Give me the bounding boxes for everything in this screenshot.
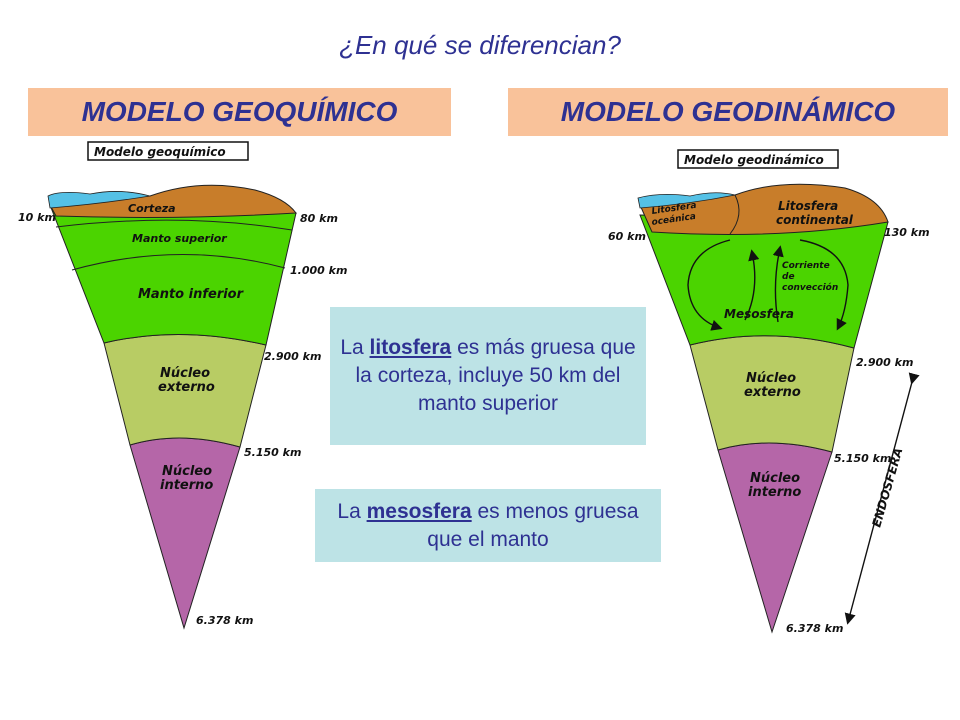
left-diagram: Modelo geoquímico Corteza Manto superior… [18,141,347,630]
right-label-corriente-1: Corriente [782,261,830,271]
left-label-nucleo-externo-2: externo [158,380,215,395]
left-mantle [49,204,297,346]
note-lito-post: es más gruesa que la corteza, incluye 50… [355,336,636,415]
right-label-lito-continental-2: continental [776,213,854,227]
right-label-nucleo-interno-1: Núcleo [750,471,800,486]
left-label-nucleo-interno-2: interno [160,478,213,493]
left-label-nucleo-interno-1: Núcleo [162,464,212,479]
left-depth-1000: 1.000 km [290,264,347,277]
page-title: ¿En qué se diferencian? [339,30,621,60]
right-label-corriente-2: de [782,272,795,282]
right-box-label: Modelo geodinámico [684,153,824,167]
left-box-label: Modelo geoquímico [94,145,226,159]
right-diagram: Modelo geodinámico Litosfera oceánica Li… [608,149,930,635]
left-ocean [47,191,151,209]
left-manto-boundary-line [71,253,286,271]
right-label-nucleo-externo-2: externo [744,385,801,400]
note-meso-post: es menos gruesa que el manto [427,499,639,551]
right-depth-60: 60 km [608,230,646,243]
right-litho-divider [729,194,740,235]
left-depth-5150: 5.150 km [244,446,301,459]
note-lito-pre: La [340,336,370,359]
note-mesosfera: La mesosfera es menos gruesa que el mant… [315,489,661,562]
right-label-nucleo-externo-1: Núcleo [746,371,796,386]
right-label-lito-continental-1: Litosfera [778,199,838,213]
left-depth-10: 10 km [18,211,56,224]
right-depth-2900: 2.900 km [856,356,913,369]
left-depth-2900: 2.900 km [264,350,321,363]
right-box-label-frame [677,149,839,169]
note-meso-term: mesosfera [366,499,472,523]
left-label-manto-inferior: Manto inferior [138,287,245,302]
convection-arrow-right-up [772,245,784,323]
endosfera-arrow [844,372,920,625]
convection-arrow-right-down [799,239,849,331]
note-meso-pre: La [337,499,367,523]
right-depth-6378: 6.378 km [786,622,843,635]
left-box-label-frame [87,141,249,161]
left-label-nucleo-externo-1: Núcleo [160,366,210,381]
left-label-manto-superior: Manto superior [132,232,227,245]
header-modelo-geodinamico: MODELO GEODINÁMICO [508,88,948,136]
note-litosfera: La litosfera es más gruesa que la cortez… [330,307,646,445]
convection-arrow-center-up [744,249,760,321]
left-moho-line [55,219,293,231]
right-label-nucleo-interno-2: interno [748,485,801,500]
right-depth-5150: 5.150 km [834,452,891,465]
left-depth-80: 80 km [300,212,338,225]
left-depth-6378: 6.378 km [196,614,253,627]
right-label-mesosfera: Mesosfera [724,307,794,321]
header-modelo-geoquimico: MODELO GEOQUÍMICO [28,88,451,136]
right-mesosphere [639,214,889,349]
left-label-corteza: Corteza [128,202,176,215]
right-label-corriente-3: convección [782,282,838,293]
convection-arrow-left-down [687,239,731,331]
note-lito-term: litosfera [369,336,452,359]
right-depth-130: 130 km [884,226,930,239]
right-ocean [637,192,736,209]
